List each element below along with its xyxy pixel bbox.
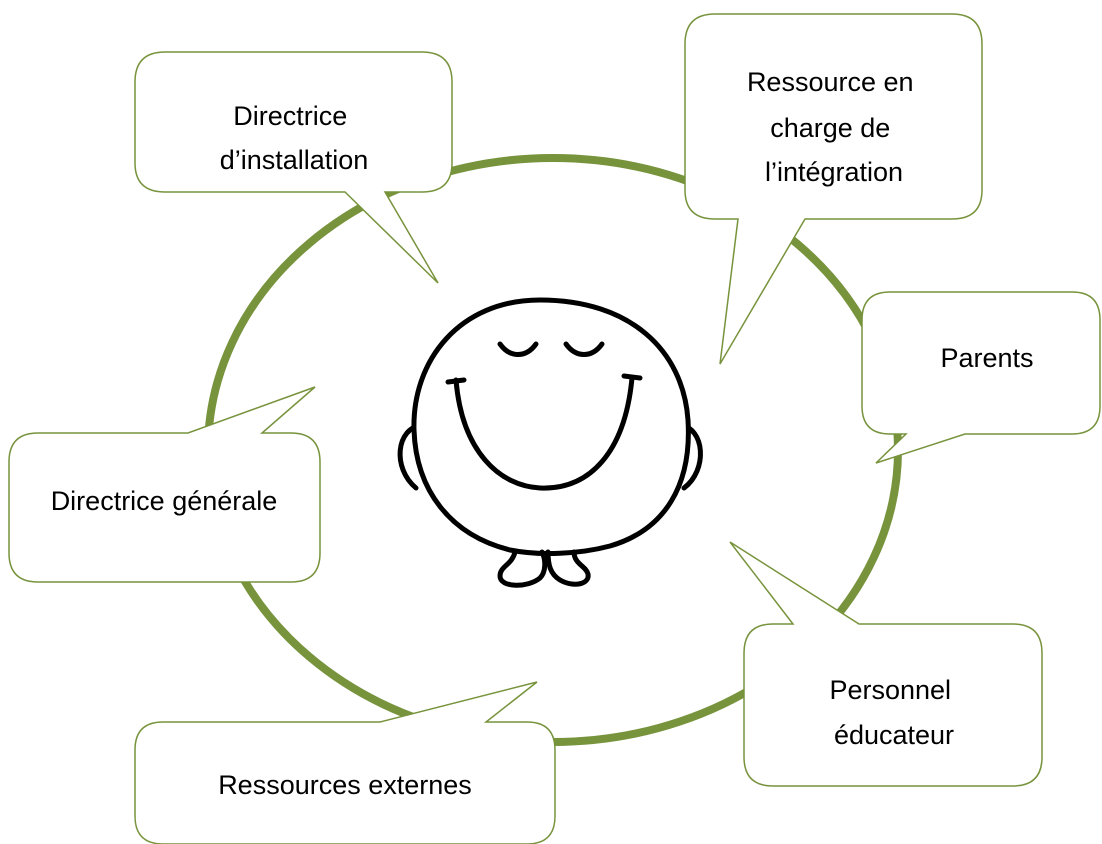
bubble-label-line: Ressource en [747,67,914,97]
bubble-label: Ressource en charge de l’intégration [747,67,921,187]
left-foot [497,549,548,588]
bubble-label-line: Parents [940,343,1033,373]
bubble-shape [684,13,983,365]
bubble-shape [134,51,453,284]
bubble-label-line: Directrice [233,101,347,131]
bubble-label-line: Personnel [829,675,951,705]
bubble-directrice-generale: Directrice générale [8,386,321,583]
bubble-label-line: charge de [770,113,890,143]
bubble-label-line: Directrice générale [51,486,278,516]
bubble-label-line: Ressources externes [218,770,472,800]
bubble-label: Ressources externes [218,770,472,800]
bubble-label-line: éducateur [834,720,954,750]
bubble-shape [134,681,556,844]
bubble-ressource-integration: Ressource en charge de l’intégration [684,13,983,365]
bubble-ressources-externes: Ressources externes [134,681,556,844]
bubble-label: Personnel éducateur [829,675,958,750]
right-eye [563,341,605,357]
right-foot [545,549,591,587]
smiling-character-icon [397,297,703,588]
left-eye [497,341,539,357]
bubble-label-line: d’installation [220,145,369,175]
bubble-label-line: l’intégration [765,157,903,187]
bubble-shape [861,291,1101,464]
smile-left-dimple [445,377,467,385]
bubble-label: Directrice générale [51,486,278,516]
bubble-parents: Parents [861,291,1101,464]
bubble-label: Directrice d’installation [220,101,369,175]
bubble-shape [729,541,1043,787]
bubble-personnel-educateur: Personnel éducateur [729,541,1043,787]
head [411,297,691,556]
bubble-shape [8,386,321,583]
smile-right-dimple [621,373,643,381]
bubble-label: Parents [940,343,1033,373]
smile [453,375,635,491]
bubble-directrice-installation: Directrice d’installation [134,51,453,284]
